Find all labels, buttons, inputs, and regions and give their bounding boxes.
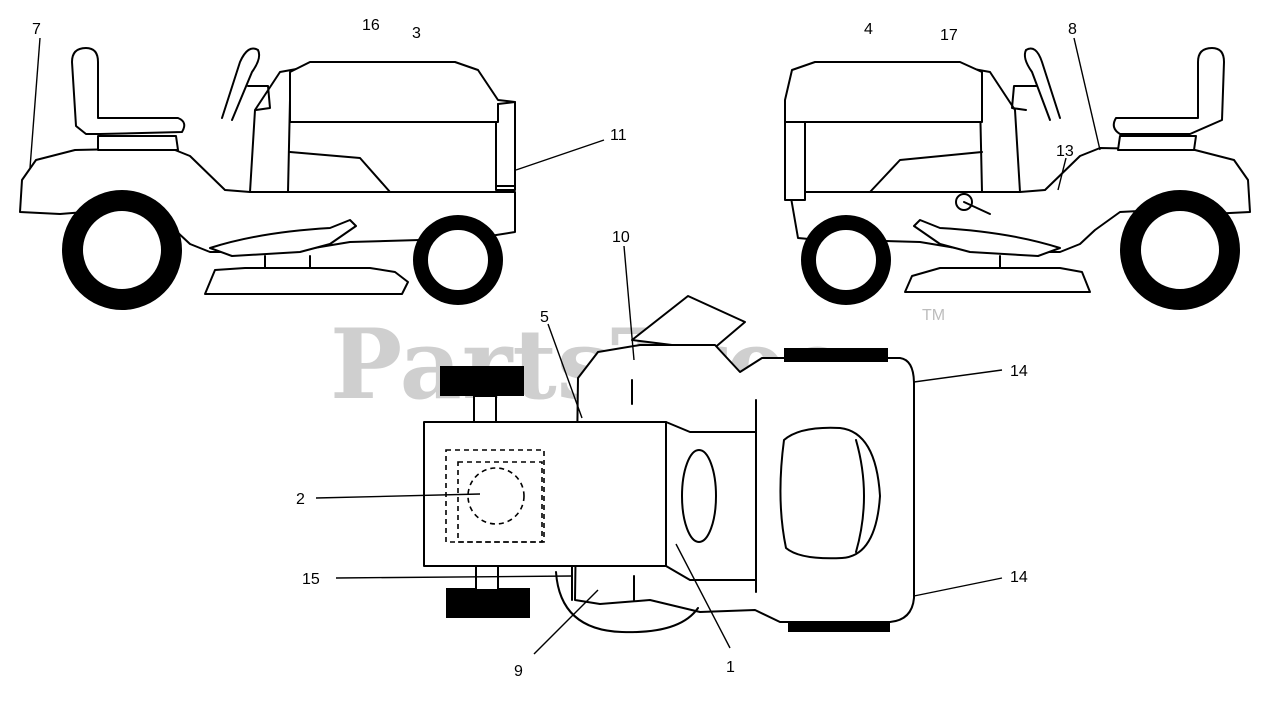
callout-7: 7 [32, 21, 41, 38]
tractor-left-side-view [19, 47, 516, 310]
tractor-top-view [423, 295, 915, 634]
callout-1: 1 [726, 659, 735, 676]
callout-9: 9 [514, 663, 523, 680]
callout-15: 15 [302, 571, 320, 588]
callout-2: 2 [296, 491, 305, 508]
callout-labels: 7 16 3 11 4 17 8 13 10 5 2 15 9 1 14 14 [32, 17, 1077, 680]
callout-11: 11 [610, 127, 627, 144]
watermark-trademark: TM [922, 307, 945, 324]
callout-4: 4 [864, 21, 873, 38]
callout-13: 13 [1056, 143, 1074, 160]
callout-10: 10 [612, 229, 630, 246]
callout-14-upper: 14 [1010, 363, 1028, 380]
callout-3: 3 [412, 25, 421, 42]
callout-16: 16 [362, 17, 380, 34]
callout-14-lower: 14 [1010, 569, 1028, 586]
tractor-right-side-view [784, 47, 1251, 310]
callout-8: 8 [1068, 21, 1077, 38]
leader-lines [29, 37, 1101, 655]
callout-5: 5 [540, 309, 549, 326]
callout-17: 17 [940, 27, 958, 44]
